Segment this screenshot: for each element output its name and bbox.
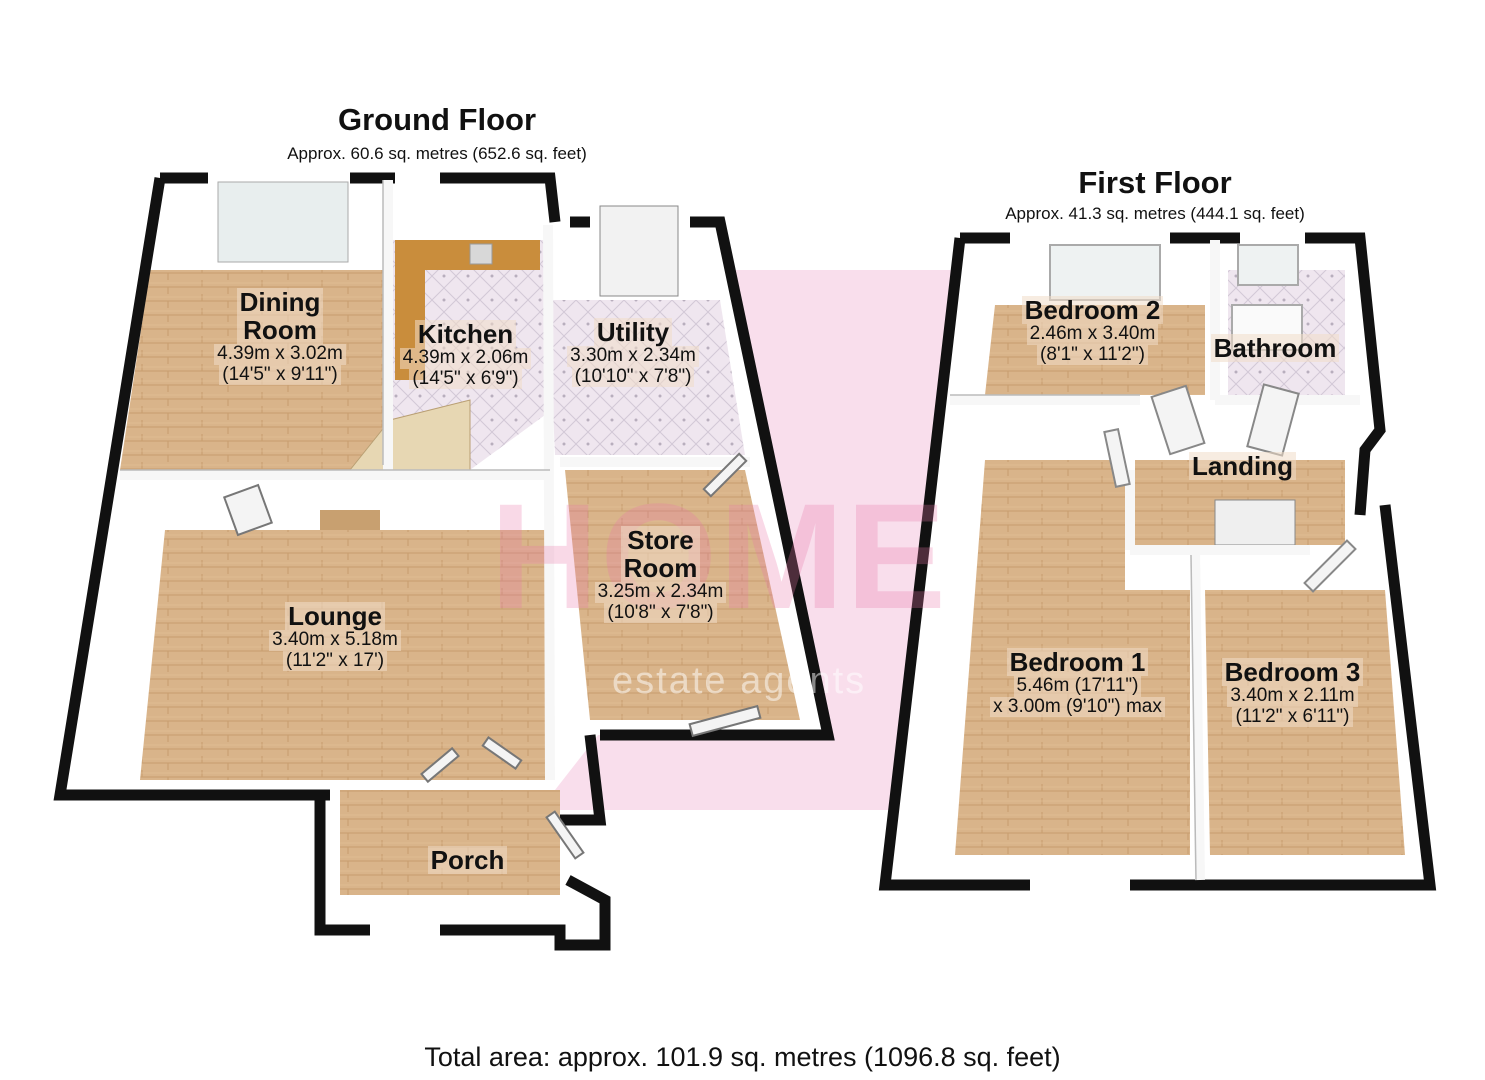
room-name: Store Room [620,526,701,582]
room-name: Bedroom 1 [1006,648,1149,676]
room-label-store-room: Store Room 3.25m x 2.34m (10'8" x 7'8") [568,526,753,624]
room-label-bedroom-1: Bedroom 1 5.46m (17'11") x 3.00m (9'10")… [955,648,1200,718]
room-label-landing: Landing [1170,452,1315,480]
room-dimensions-metric: 4.39m x 2.06m [399,348,532,369]
ground-floor-area: Approx. 60.6 sq. metres (652.6 sq. feet) [287,144,587,163]
room-name: Utility [593,318,673,346]
room-label-kitchen: Kitchen 4.39m x 2.06m (14'5" x 6'9") [378,320,553,390]
room-dimensions-imperial: (11'2" x 17') [282,650,388,672]
room-label-lounge: Lounge 3.40m x 5.18m (11'2" x 17') [240,602,430,672]
room-dimensions-imperial: (10'8" x 7'8") [604,602,717,624]
room-name: Bathroom [1210,334,1340,362]
room-dimensions-imperial: (8'1" x 11'2") [1037,344,1148,366]
room-dimensions-imperial: (14'5" x 9'11") [219,364,341,386]
first-floor-area: Approx. 41.3 sq. metres (444.1 sq. feet) [1005,204,1305,223]
room-dimensions-metric: 2.46m x 3.40m [1026,324,1159,345]
room-dimensions-metric: 3.40m x 2.11m [1227,686,1358,707]
room-dimensions-metric: 3.25m x 2.34m [594,582,727,603]
room-dimensions-imperial: (14'5" x 6'9") [409,368,522,390]
room-name: Bedroom 3 [1221,658,1364,686]
room-label-bathroom: Bathroom [1195,334,1355,362]
total-area-caption: Total area: approx. 101.9 sq. metres (10… [424,1042,1061,1072]
room-label-porch: Porch [410,846,525,874]
ground-floor-title: Ground Floor [337,102,537,137]
room-dimensions-imperial: (11'2" x 6'11") [1232,706,1353,728]
room-dimensions-metric: 3.30m x 2.34m [567,346,699,367]
room-name: Lounge [285,602,385,630]
room-dimensions-metric: 3.40m x 5.18m [269,630,401,651]
room-label-bedroom-3: Bedroom 3 3.40m x 2.11m (11'2" x 6'11") [1200,658,1385,728]
room-label-bedroom-2: Bedroom 2 2.46m x 3.40m (8'1" x 11'2") [1000,296,1185,366]
porch-floor [340,790,560,895]
room-name: Dining Room [236,288,324,344]
room-dimensions-imperial: (10'10" x 7'8") [571,366,695,388]
room-name: Bedroom 2 [1021,296,1164,324]
room-name: Porch [427,846,508,874]
room-label-dining-room: Dining Room 4.39m x 3.02m (14'5" x 9'11"… [180,288,380,386]
room-name: Kitchen [414,320,517,348]
room-name: Landing [1188,452,1297,480]
first-floor-title: First Floor [1078,165,1232,200]
room-dimensions-imperial: x 3.00m (9'10") max [990,696,1165,718]
landing-stairwell [1214,499,1296,546]
room-dimensions-metric: 4.39m x 3.02m [214,344,346,365]
room-dimensions-metric: 5.46m (17'11") [1013,676,1142,697]
room-label-utility: Utility 3.30m x 2.34m (10'10" x 7'8") [548,318,718,388]
fireplace [320,510,380,530]
